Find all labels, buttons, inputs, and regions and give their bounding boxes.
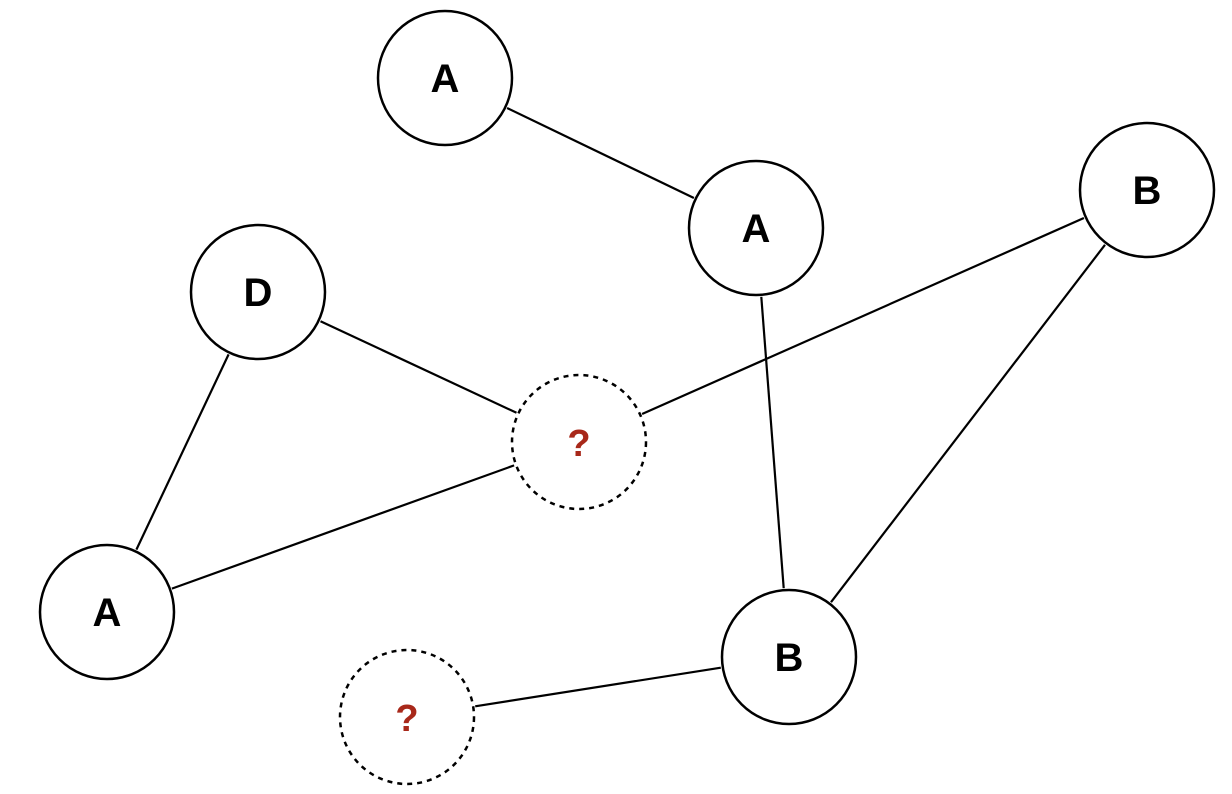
node-circle — [720, 588, 858, 726]
edge-n5-n6 — [171, 464, 515, 590]
node-a: A — [376, 9, 514, 147]
unknown-node-circle — [338, 648, 476, 786]
node-circle — [376, 9, 514, 147]
node-a: A — [687, 159, 825, 297]
edge-n1-n2 — [506, 107, 695, 199]
node-label: A — [93, 591, 122, 635]
node-label: A — [742, 207, 771, 251]
unknown-node: ? — [338, 648, 476, 786]
edge-n2-n7 — [760, 296, 785, 589]
node-label: D — [244, 271, 273, 315]
node-circle — [687, 159, 825, 297]
unknown-node-circle — [510, 373, 648, 511]
node-d: D — [189, 223, 327, 361]
edge-n4-n6 — [135, 353, 230, 551]
unknown-node: ? — [510, 373, 648, 511]
unknown-node-label: ? — [567, 423, 590, 465]
edge-n7-n8 — [475, 666, 721, 708]
node-circle — [1078, 121, 1216, 259]
edge-n3-n7 — [830, 244, 1106, 603]
nodes-layer: A A B D? A B? — [38, 9, 1216, 786]
node-circle — [189, 223, 327, 361]
edge-n4-n5 — [320, 320, 517, 414]
node-label: B — [775, 636, 804, 680]
node-a: A — [38, 543, 176, 681]
node-label: A — [431, 57, 460, 101]
node-b: B — [1078, 121, 1216, 259]
node-circle — [38, 543, 176, 681]
unknown-node-label: ? — [395, 698, 418, 740]
node-label: B — [1133, 169, 1162, 213]
edge-n3-n5 — [641, 216, 1085, 416]
node-b: B — [720, 588, 858, 726]
edges-layer — [135, 107, 1106, 708]
